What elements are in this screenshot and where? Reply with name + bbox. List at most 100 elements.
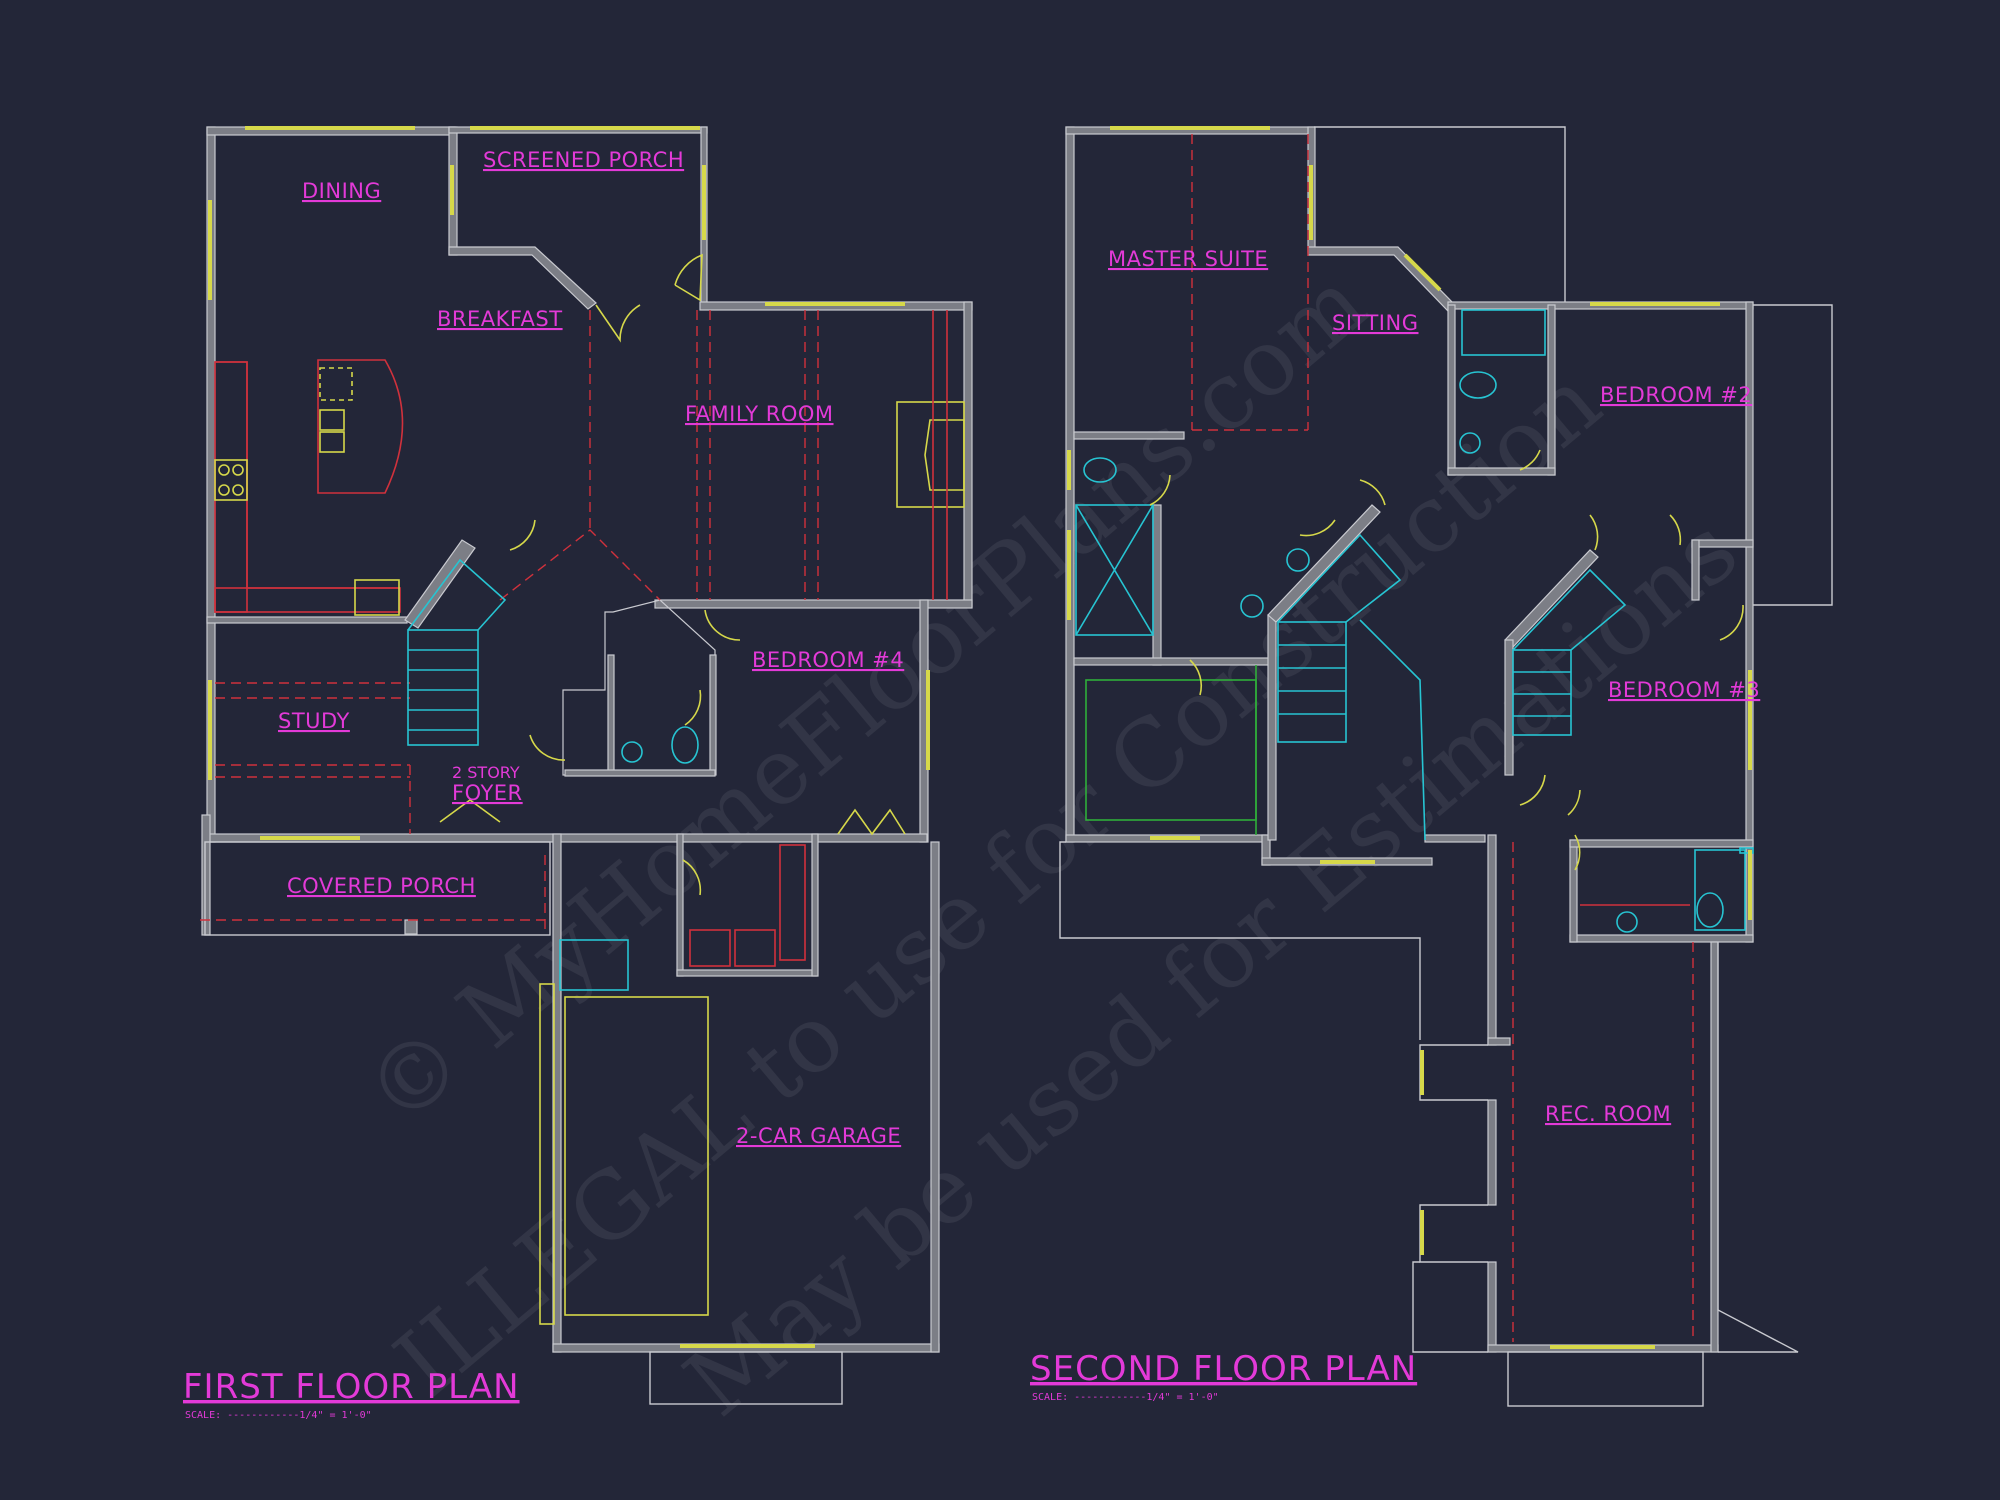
bath2-toilet bbox=[1459, 371, 1497, 399]
door-swing bbox=[674, 253, 703, 302]
window bbox=[1403, 253, 1442, 292]
first-floor-plan: DINING SCREENED PORCH BREAKFAST FAMILY R… bbox=[183, 126, 973, 1421]
wall-closet3 bbox=[1691, 539, 1754, 548]
wall-master-bath bbox=[1073, 431, 1185, 440]
island-stool bbox=[319, 367, 353, 401]
door-swing bbox=[529, 734, 566, 761]
hallbath-toilet bbox=[1696, 892, 1724, 928]
door-swing bbox=[1519, 449, 1541, 471]
wall-rec-bay bbox=[1487, 1099, 1497, 1206]
wall-bath2-south bbox=[1447, 467, 1556, 476]
garage-apron bbox=[649, 1351, 843, 1405]
roof-outline bbox=[1314, 126, 1566, 305]
door-swing bbox=[1574, 834, 1581, 871]
master-sink bbox=[1286, 548, 1310, 572]
wall-south-right bbox=[1424, 834, 1486, 843]
stair-wall bbox=[404, 539, 476, 629]
roof-outline bbox=[1717, 942, 1799, 1353]
double-door bbox=[837, 808, 906, 836]
door-swing bbox=[704, 609, 741, 641]
shower-drain-line bbox=[1075, 504, 1154, 636]
room-label-covered-porch: COVERED PORCH bbox=[287, 874, 476, 898]
wall-hallbath-north bbox=[1569, 839, 1754, 848]
master-toilet bbox=[1083, 457, 1117, 483]
door-swing bbox=[1299, 519, 1336, 537]
door-swing bbox=[509, 519, 536, 551]
island-stool bbox=[319, 409, 345, 431]
wall-porch-west bbox=[201, 814, 211, 936]
stair-landing bbox=[1277, 533, 1402, 623]
wall-family-south bbox=[654, 599, 973, 609]
garage-steps bbox=[559, 939, 629, 991]
ceiling-line bbox=[499, 529, 661, 601]
door-swing bbox=[1519, 774, 1546, 806]
hallbath-sink bbox=[1616, 911, 1638, 933]
cooktop-burner bbox=[232, 464, 244, 476]
cooktop bbox=[214, 459, 248, 501]
door-swing bbox=[684, 689, 702, 726]
cooktop-burner bbox=[218, 464, 230, 476]
master-sink bbox=[1240, 594, 1264, 618]
wall-bath2-west bbox=[1447, 304, 1456, 476]
covered-porch-outline bbox=[204, 841, 551, 936]
stair-run bbox=[1277, 621, 1347, 743]
room-label-bedroom-3: BEDROOM #3 bbox=[1608, 678, 1760, 702]
stair-wall bbox=[1267, 614, 1277, 841]
roof-outline bbox=[1507, 1351, 1704, 1407]
door-swing bbox=[682, 859, 702, 896]
bath4-toilet bbox=[671, 726, 699, 764]
kitchen-island bbox=[317, 359, 404, 494]
roof-outline bbox=[1059, 841, 1421, 1040]
stair-railing bbox=[1359, 619, 1426, 841]
laundry-counter bbox=[779, 844, 806, 961]
roof-outline bbox=[1412, 1261, 1488, 1353]
room-label-rec-room: REC. ROOM bbox=[1545, 1102, 1671, 1126]
fireplace-firebox bbox=[924, 419, 965, 491]
wall-laundry-west bbox=[676, 833, 684, 977]
kitchen-counter-outline bbox=[215, 361, 400, 589]
island-stool bbox=[319, 431, 345, 453]
wall-rec-lower bbox=[1487, 1261, 1497, 1353]
fireplace bbox=[896, 401, 965, 508]
room-label-breakfast: BREAKFAST bbox=[437, 307, 563, 331]
wall-garage-east bbox=[930, 841, 940, 1353]
door-swing bbox=[1189, 659, 1203, 696]
room-label-dining: DINING bbox=[302, 179, 381, 203]
room-label-foyer-note: 2 STORY bbox=[452, 763, 520, 782]
door-swing bbox=[1359, 479, 1386, 506]
wall-hallbath-west bbox=[1569, 839, 1578, 943]
hallbath-tub bbox=[1694, 849, 1746, 931]
dryer bbox=[734, 929, 776, 967]
front-door bbox=[439, 799, 501, 823]
second-floor-scale: SCALE: ------------1/4" = 1'-0" bbox=[1032, 1392, 1219, 1403]
stair-run bbox=[1512, 649, 1572, 736]
room-label-study: STUDY bbox=[278, 709, 350, 733]
wall-bath4-east bbox=[709, 654, 717, 776]
cooktop-burner bbox=[232, 484, 244, 496]
wall-closet3-side bbox=[1691, 539, 1700, 601]
room-label-bedroom-4: BEDROOM #4 bbox=[752, 648, 904, 672]
garage-parking-outline bbox=[564, 996, 709, 1316]
wall-kitchen-study bbox=[206, 616, 408, 624]
bath2-sink bbox=[1459, 432, 1481, 454]
wall-laundry-south bbox=[676, 969, 818, 977]
door-swing bbox=[1149, 474, 1171, 506]
door-swing bbox=[1589, 514, 1599, 551]
first-floor-scale: SCALE: ------------1/4" = 1'-0" bbox=[185, 1410, 372, 1421]
bath4-walls bbox=[562, 599, 716, 776]
door-swing bbox=[1669, 514, 1682, 546]
kitchen-counter-south bbox=[214, 587, 401, 613]
wall-bath-south bbox=[1569, 934, 1754, 943]
wall-rec-east bbox=[1710, 941, 1719, 1353]
wall-shower bbox=[1152, 504, 1162, 666]
first-floor-title: FIRST FLOOR PLAN bbox=[183, 1367, 520, 1407]
shower bbox=[1075, 504, 1154, 636]
rec-bay-outline bbox=[1419, 1044, 1488, 1101]
second-floor-plan: MASTER SUITE SITTING BEDROOM #2 BEDROOM … bbox=[1030, 126, 1833, 1407]
bath4-sink bbox=[621, 741, 643, 763]
wall-bath4-south bbox=[564, 769, 716, 777]
wall-laundry-east bbox=[811, 833, 819, 977]
garage-shelf bbox=[539, 983, 555, 1325]
door-swing bbox=[1567, 789, 1581, 816]
